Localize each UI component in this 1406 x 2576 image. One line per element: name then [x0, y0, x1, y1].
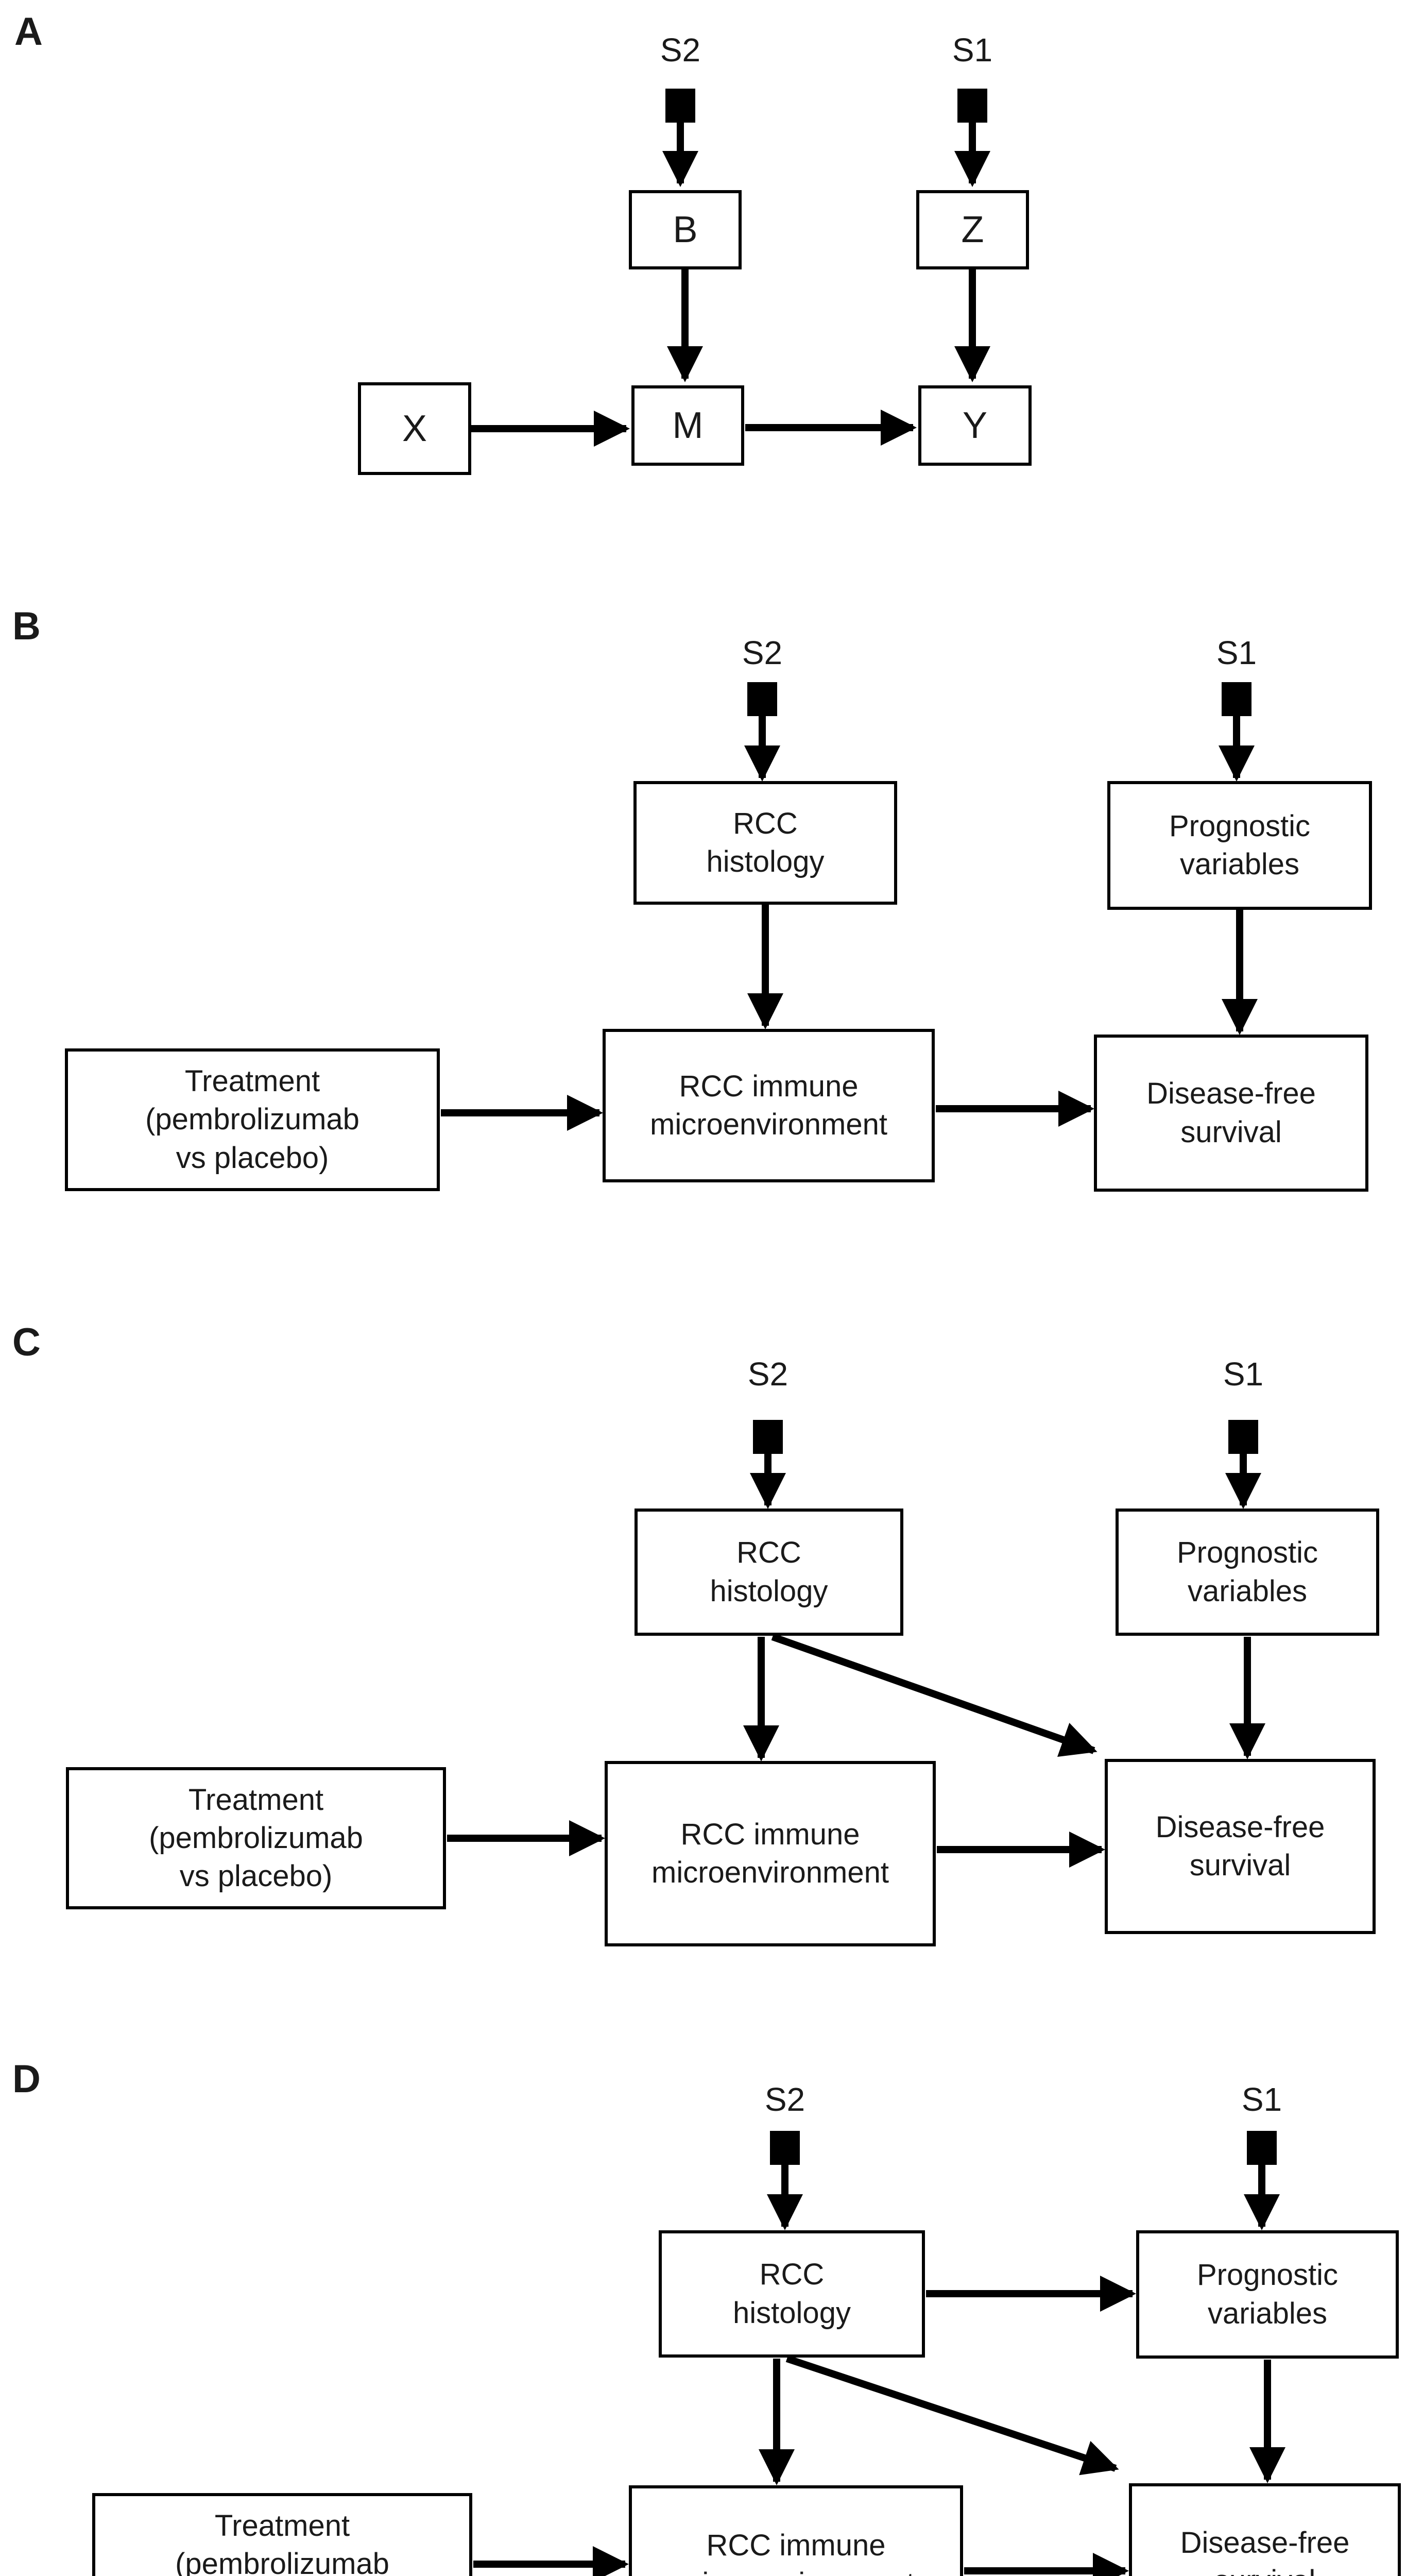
panel-a-s1-label: S1	[952, 31, 993, 69]
node-rcc-immune-microenvironment: RCC immune microenvironment	[629, 2485, 963, 2576]
node-x: X	[358, 382, 471, 475]
panel-b-s2-label: S2	[742, 634, 783, 671]
panel-c-s2-label: S2	[747, 1355, 788, 1393]
node-treatment: Treatment (pembrolizumab vs placebo)	[66, 1767, 446, 1909]
panel-d-s2-square-marker	[770, 2131, 800, 2165]
panel-c-s1-label: S1	[1223, 1355, 1264, 1393]
node-rcc-histology: RCC histology	[633, 781, 897, 905]
node-disease-free-survival: Disease-free survival	[1094, 1035, 1368, 1192]
panel-c-s2-square-marker	[753, 1420, 783, 1454]
node-rcc-immune-microenvironment: RCC immune microenvironment	[603, 1029, 935, 1182]
panel-c-s1-square-marker	[1228, 1420, 1258, 1454]
panel-a-label: A	[14, 10, 43, 54]
node-treatment: Treatment (pembrolizumab vs placebo)	[65, 1048, 440, 1191]
panel-d-s1-label: S1	[1241, 2081, 1282, 2118]
panel-b-label: B	[12, 604, 41, 648]
panel-b-s1-label: S1	[1216, 634, 1257, 671]
node-prognostic-variables: Prognostic variables	[1116, 1509, 1379, 1636]
panel-a-s2-label: S2	[660, 31, 701, 69]
node-rcc-histology: RCC histology	[635, 1509, 903, 1636]
node-disease-free-survival: Disease-free survival	[1105, 1759, 1376, 1934]
panel-c-label: C	[12, 1320, 41, 1364]
arrow-c-histology-to-dfs-diagonal	[771, 1633, 1098, 1757]
panel-a-s1-square-marker	[957, 89, 987, 123]
panel-d-label: D	[12, 2057, 41, 2101]
node-prognostic-variables: Prognostic variables	[1136, 2230, 1399, 2359]
panel-b-s2-square-marker	[747, 682, 777, 716]
node-m: M	[631, 385, 744, 466]
panel-a-s2-square-marker	[665, 89, 695, 123]
node-prognostic-variables: Prognostic variables	[1107, 781, 1372, 910]
node-rcc-histology: RCC histology	[659, 2230, 925, 2358]
panel-b-s1-square-marker	[1222, 682, 1251, 716]
node-disease-free-survival: Disease-free survival	[1129, 2483, 1401, 2576]
node-z: Z	[916, 190, 1029, 269]
arrow-d-histology-to-dfs-diagonal	[785, 2355, 1119, 2476]
node-treatment: Treatment (pembrolizumab vs placebo)	[92, 2493, 472, 2576]
node-b: B	[629, 190, 742, 269]
panel-d-s1-square-marker	[1247, 2131, 1277, 2165]
node-rcc-immune-microenvironment: RCC immune microenvironment	[605, 1761, 936, 1946]
panel-d-s2-label: S2	[764, 2081, 805, 2118]
node-y: Y	[918, 385, 1032, 466]
